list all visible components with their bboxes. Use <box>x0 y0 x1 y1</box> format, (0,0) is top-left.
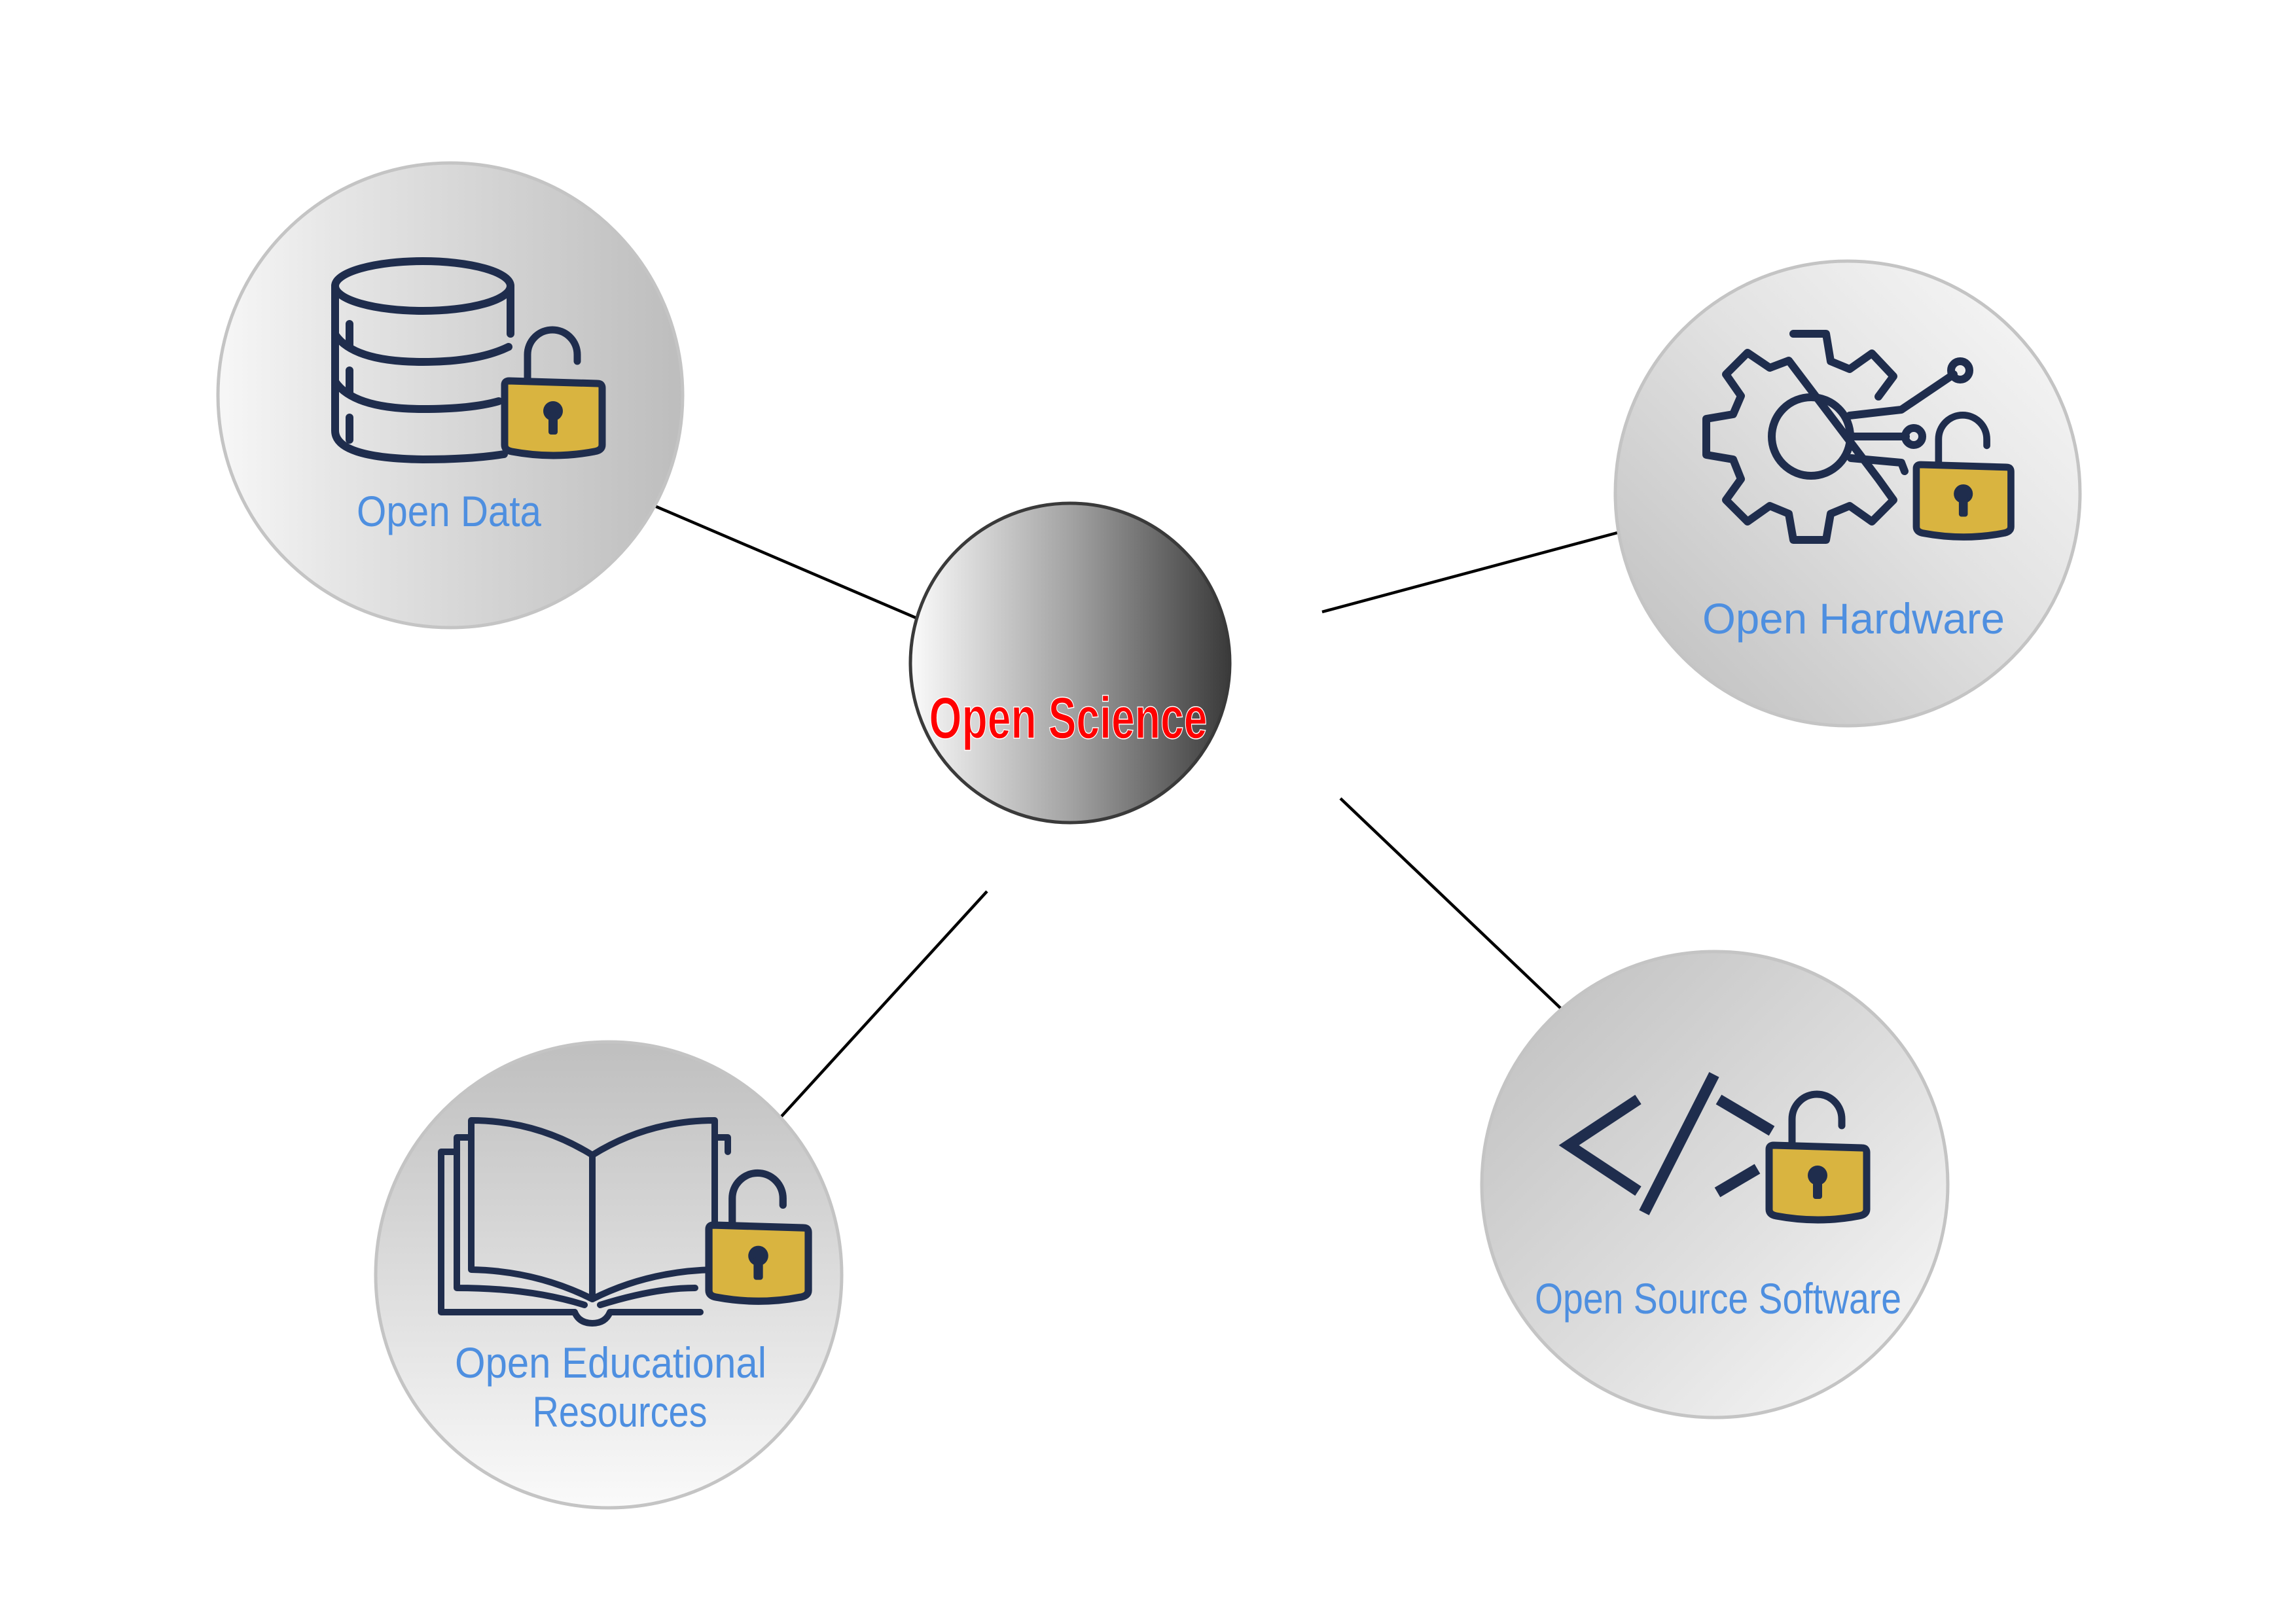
hub-node-open-science[interactable]: Open Science <box>908 501 1232 825</box>
connector-open-data <box>654 504 938 629</box>
node-open-source-software[interactable]: Open Source Software <box>1480 950 1950 1419</box>
node-label-line-1: Open Educational <box>455 1338 766 1387</box>
hub-circle <box>908 501 1232 825</box>
open-book-icon <box>438 1117 808 1327</box>
node-open-educational-resources[interactable]: Open Educational Resources <box>374 1040 844 1510</box>
node-label: Open Data <box>357 487 541 535</box>
connector-open-source-software <box>1339 797 1564 1011</box>
node-open-data[interactable]: Open Data <box>216 161 685 630</box>
node-circle <box>374 1040 844 1510</box>
node-circle <box>216 161 685 630</box>
node-circle <box>1480 950 1950 1419</box>
database-icon <box>331 257 602 463</box>
hub-label: Open Science <box>929 686 1208 751</box>
node-label-line-2: Resources <box>533 1387 708 1436</box>
connector-open-hardware <box>1321 530 1621 614</box>
node-open-hardware[interactable]: Open Hardware <box>1613 259 2082 728</box>
code-icon <box>1558 1072 1867 1220</box>
node-label: Open Hardware <box>1702 594 2005 643</box>
gear-circuit-icon <box>1702 330 2011 544</box>
node-label: Open Source Software <box>1535 1274 1901 1323</box>
connector-open-educational-resources <box>779 890 988 1119</box>
